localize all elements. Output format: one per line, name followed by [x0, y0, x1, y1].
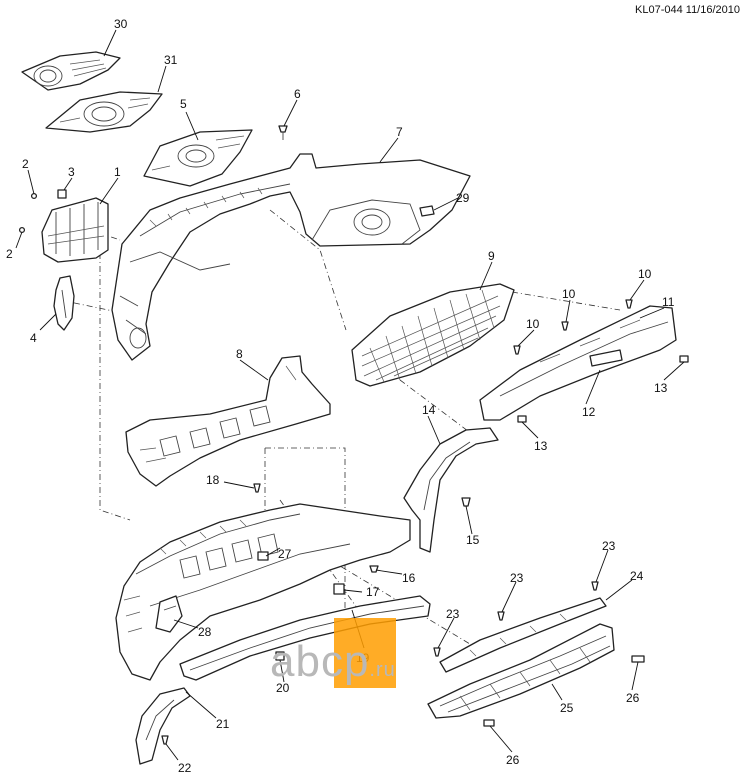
part-18-screw	[253, 483, 261, 493]
callout-3: 3	[68, 165, 75, 179]
callout-23-a: 23	[602, 539, 616, 553]
callout-14: 14	[422, 403, 436, 417]
part-30-fog-lamp-bezel	[21, 51, 121, 91]
part-8-splash-shield	[125, 355, 331, 487]
callout-8: 8	[236, 347, 243, 361]
watermark-suffix: .ru	[369, 659, 396, 681]
watermark-brand: abcp	[270, 637, 370, 686]
callout-13-a: 13	[654, 381, 668, 395]
part-29-retainer	[419, 205, 435, 217]
part-11-impact-bar	[479, 305, 677, 421]
callout-7: 7	[396, 125, 403, 139]
callout-24: 24	[630, 569, 644, 583]
callout-20: 20	[276, 681, 290, 695]
diagram-reference: KL07-044 11/16/2010	[635, 4, 740, 16]
part-21-air-deflector	[135, 687, 191, 765]
callout-1: 1	[114, 165, 121, 179]
watermark-logo-block	[334, 618, 396, 688]
callout-6: 6	[294, 87, 301, 101]
part-4-bracket	[53, 275, 75, 331]
part-15-screw	[461, 497, 471, 507]
part-28-bracket	[155, 595, 183, 633]
part-6-pin	[278, 125, 288, 140]
callout-31: 31	[164, 53, 178, 67]
part-17-clip	[333, 583, 345, 595]
callout-29: 29	[456, 191, 470, 205]
callout-22: 22	[178, 761, 192, 775]
callout-15: 15	[466, 533, 480, 547]
callout-17: 17	[366, 585, 380, 599]
part-24-trim-strip	[439, 597, 607, 673]
callout-4: 4	[30, 331, 37, 345]
callout-26-a: 26	[626, 691, 640, 705]
part-27-clip	[257, 551, 269, 561]
part-9-grille	[351, 283, 515, 387]
callout-10-c: 10	[526, 317, 540, 331]
part-25-energy-absorber	[427, 623, 615, 719]
callout-26-b: 26	[506, 753, 520, 767]
callout-27: 27	[278, 547, 292, 561]
part-23-26-fasteners	[433, 581, 645, 727]
part-12-bracket	[589, 349, 623, 367]
part-31-fog-lamp-bezel	[45, 91, 163, 133]
callout-25: 25	[560, 701, 574, 715]
part-20-clip	[275, 651, 285, 661]
callout-11: 11	[662, 295, 675, 309]
part-22-screw	[161, 735, 169, 745]
callout-10-b: 10	[562, 287, 576, 301]
callout-21: 21	[216, 717, 230, 731]
part-5-fog-lamp-bezel	[143, 129, 253, 187]
alignment-lines	[59, 209, 621, 651]
part-13-clips	[517, 355, 689, 423]
part-lower-fascia	[115, 503, 411, 681]
callout-labels: 30 31 5 6 7 2 3 1 29 2 9 10 10 10 11 4 8…	[6, 17, 675, 775]
callout-13-b: 13	[534, 439, 548, 453]
part-16-screw	[369, 565, 379, 573]
part-19-lower-molding	[179, 595, 431, 681]
callout-18: 18	[206, 473, 220, 487]
callout-16: 16	[402, 571, 416, 585]
callout-12: 12	[582, 405, 596, 419]
part-7-upper-fascia	[111, 153, 471, 361]
watermark-text: abcp.ru	[270, 637, 396, 687]
callout-2: 2	[22, 157, 29, 171]
callout-28: 28	[198, 625, 212, 639]
callout-23-c: 23	[446, 607, 460, 621]
callout-23-b: 23	[510, 571, 524, 585]
callout-9: 9	[488, 249, 495, 263]
callout-2-lower: 2	[6, 247, 13, 261]
callout-10-a: 10	[638, 267, 652, 281]
callout-5: 5	[180, 97, 187, 111]
part-1-bracket	[41, 197, 109, 263]
callout-30: 30	[114, 17, 128, 31]
part-14-wheel-flare	[403, 427, 499, 553]
